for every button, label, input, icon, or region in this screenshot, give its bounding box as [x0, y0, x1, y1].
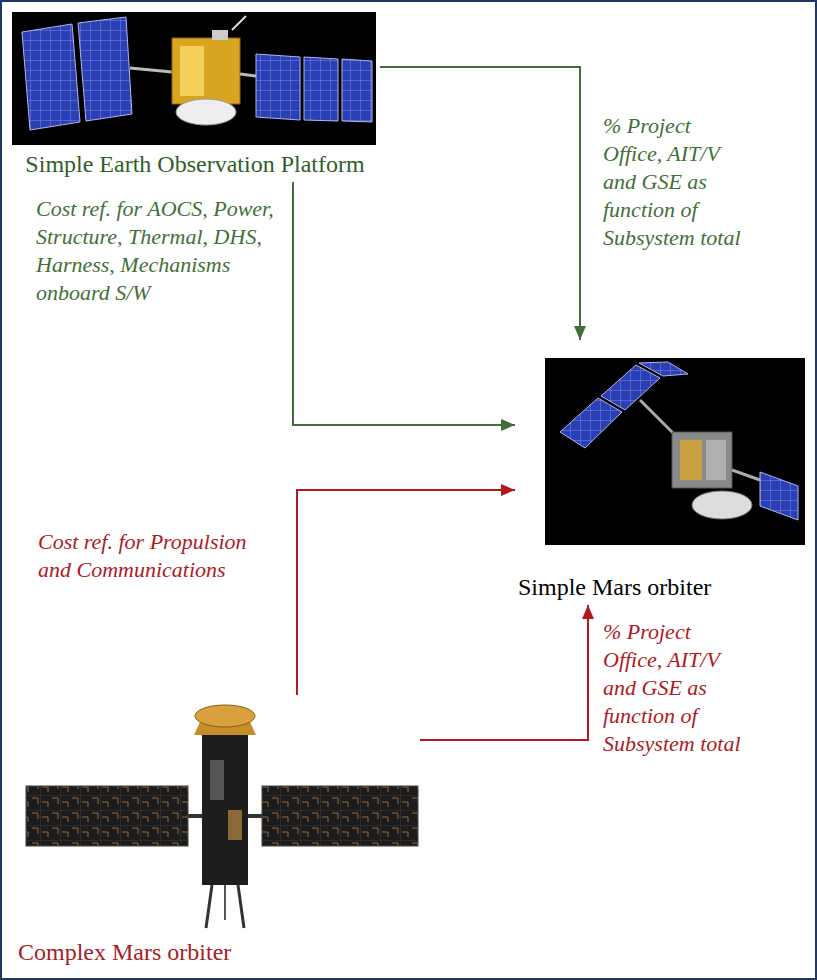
- connector-arrow: [420, 605, 588, 740]
- earth-observation-satellite: [12, 12, 376, 145]
- edge-label: Cost ref. for Propulsion and Communicati…: [38, 528, 263, 584]
- picture-box: Complex Mars orbiter: [15, 695, 420, 970]
- connector-arrow: [380, 67, 580, 340]
- edge-label: Cost ref. for AOCS, Power, Structure, Th…: [36, 195, 276, 307]
- caption: Complex Mars orbiter: [15, 938, 234, 970]
- caption: Simple Mars orbiter: [515, 573, 714, 605]
- picture-box: Simple Mars orbiter: [515, 340, 812, 605]
- connector-arrow: [297, 490, 515, 695]
- picture-box: Simple Earth Observation Platform: [10, 10, 380, 182]
- complex-mars-orbiter-picture: [26, 705, 418, 928]
- edge-label: % Project Office, AIT/V and GSE as funct…: [603, 618, 753, 758]
- caption: Simple Earth Observation Platform: [22, 150, 367, 182]
- simple-mars-orbiter-picture: [545, 358, 805, 545]
- connector-arrow: [293, 182, 515, 425]
- edge-label: % Project Office, AIT/V and GSE as funct…: [603, 112, 753, 252]
